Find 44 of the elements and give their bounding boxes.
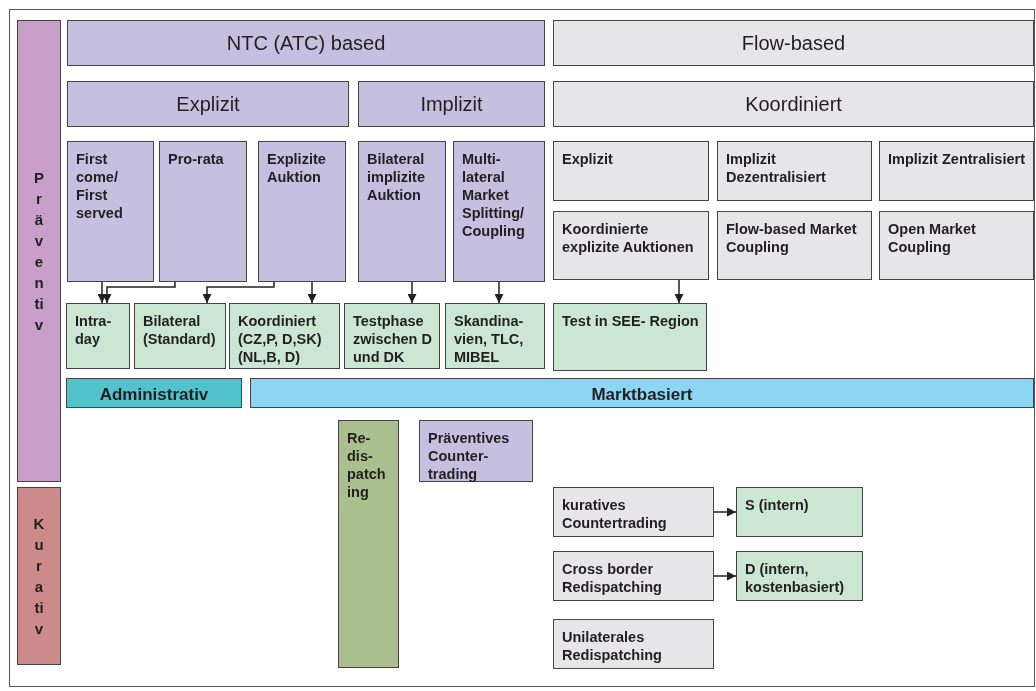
category-header: Explizit (67, 81, 349, 127)
example-box: Testphase zwischen D und DK (344, 303, 440, 369)
category-header: NTC (ATC) based (67, 20, 545, 66)
method-box: Explizite Auktion (258, 141, 346, 282)
arrow (494, 281, 504, 304)
method-box: Multi- lateral Market Splitting/ Coupling (453, 141, 545, 282)
phase-bar (17, 20, 61, 482)
category-header: Implizit (358, 81, 545, 127)
category-header: Flow-based (553, 20, 1034, 66)
method-box: kuratives Countertrading (553, 487, 714, 537)
arrow (713, 571, 737, 581)
method-box: First come/ First served (67, 141, 154, 282)
method-box: Explizit (553, 141, 709, 201)
method-box: Koordinierte explizite Auktionen (553, 211, 709, 280)
arrow (713, 507, 737, 517)
example-box: Intra- day (66, 303, 130, 369)
method-box: Bilateral implizite Auktion (358, 141, 446, 282)
method-box: Flow-based Market Coupling (717, 211, 872, 280)
example-box: Skandina- vien, TLC, MIBEL (445, 303, 545, 369)
category-band: Administrativ (66, 378, 242, 408)
example-box: Test in SEE- Region (553, 303, 707, 371)
arrow (307, 281, 317, 304)
example-box: Bilateral (Standard) (134, 303, 226, 369)
example-box: Koordiniert (CZ,P, D,SK) (NL,B, D) (229, 303, 340, 369)
method-box: Implizit Dezentralisiert (717, 141, 872, 201)
method-box: Unilaterales Redispatching (553, 619, 714, 669)
arrow (407, 281, 417, 304)
arrow (674, 279, 684, 304)
vertical-label: Kurativ (33, 514, 45, 639)
method-box: Pro-rata (159, 141, 247, 282)
example-box: D (intern, kostenbasiert) (736, 551, 863, 601)
category-band: Marktbasiert (250, 378, 1034, 408)
arrow (102, 281, 176, 304)
method-box: Cross border Redispatching (553, 551, 714, 601)
method-box: Implizit Zentralisiert (879, 141, 1034, 201)
method-box: Präventives Counter- trading (419, 420, 533, 482)
example-box: S (intern) (736, 487, 863, 537)
method-box: Open Market Coupling (879, 211, 1034, 280)
vertical-label: Präventiv (33, 168, 45, 335)
arrow (202, 281, 275, 304)
category-header: Koordiniert (553, 81, 1034, 127)
arrow (97, 281, 107, 304)
phase-bar (17, 487, 61, 665)
method-box: Re- dis- patch ing (338, 420, 399, 668)
